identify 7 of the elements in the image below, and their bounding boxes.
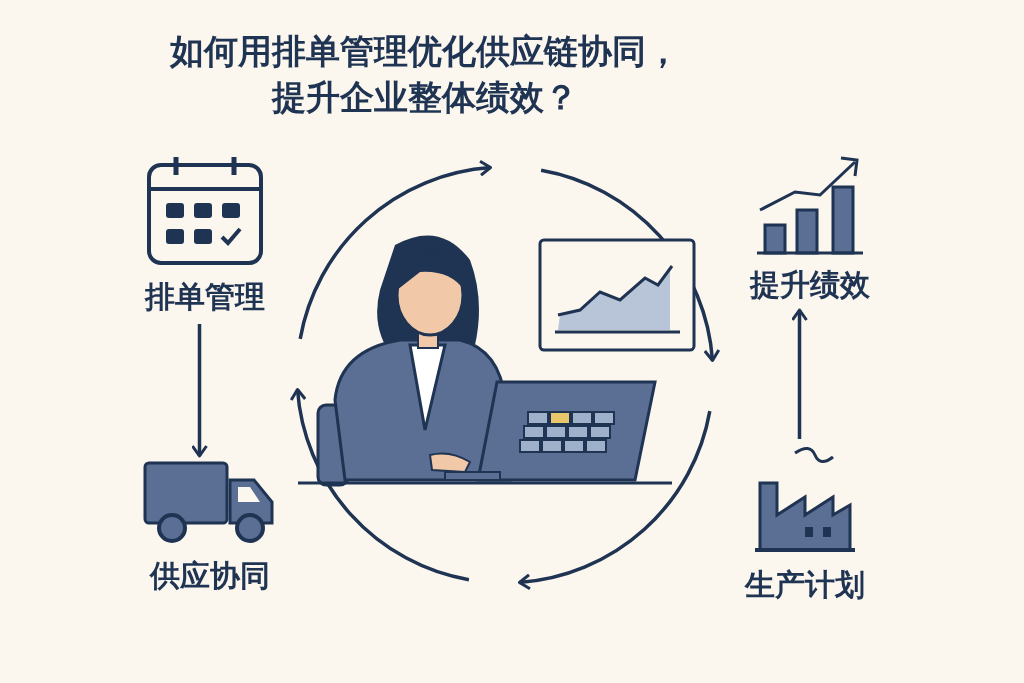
node-label: 排单管理 xyxy=(145,278,265,316)
arrow xyxy=(191,324,208,458)
title: 如何用排单管理优化供应链协同，提升企业整体绩效？ xyxy=(168,30,681,119)
arrow xyxy=(791,308,808,439)
node-label: 提升绩效 xyxy=(750,266,870,304)
node-label: 供应协同 xyxy=(150,557,270,595)
node-label: 生产计划 xyxy=(745,566,865,604)
